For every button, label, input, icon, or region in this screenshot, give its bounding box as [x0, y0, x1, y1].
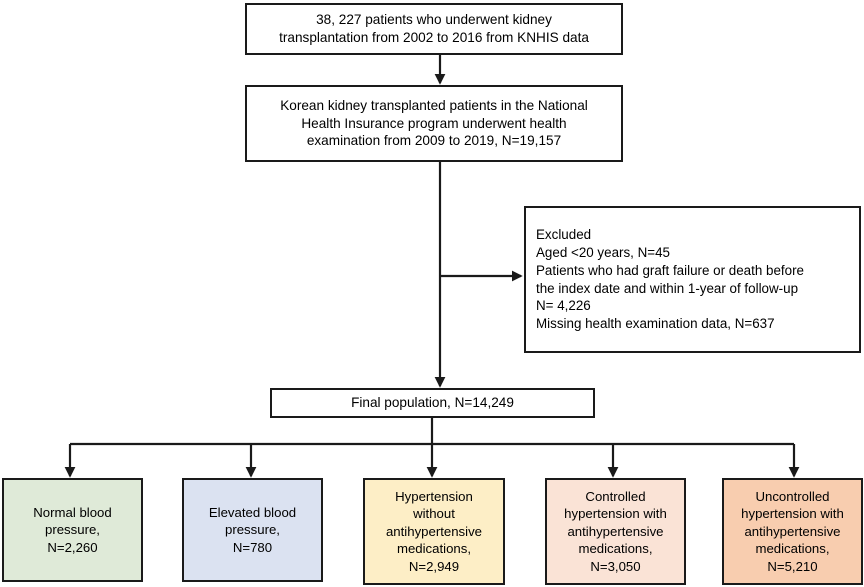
node-normal-blood-pressure-label: Normal blood pressure, N=2,260 [33, 504, 112, 555]
node-hypertension-without-medications: Hypertension without antihypertensive me… [363, 478, 505, 585]
node-hypertension-without-medications-label: Hypertension without antihypertensive me… [385, 488, 483, 574]
node-elevated-blood-pressure: Elevated blood pressure, N=780 [182, 478, 323, 582]
node-cohort-health: Korean kidney transplanted patients in t… [245, 85, 623, 162]
node-cohort-source-label: 38, 227 patients who underwent kidney tr… [279, 12, 589, 45]
node-excluded: Excluded Aged <20 years, N=45 Patients w… [524, 206, 861, 353]
node-uncontrolled-hypertension: Uncontrolled hypertension with antihyper… [722, 478, 863, 585]
node-final-population-label: Final population, N=14,249 [351, 395, 514, 411]
node-cohort-source: 38, 227 patients who underwent kidney tr… [245, 3, 623, 55]
node-normal-blood-pressure: Normal blood pressure, N=2,260 [2, 478, 143, 582]
node-final-population: Final population, N=14,249 [270, 388, 595, 418]
node-controlled-hypertension-label: Controlled hypertension with antihyperte… [564, 488, 667, 574]
node-elevated-blood-pressure-label: Elevated blood pressure, N=780 [208, 504, 297, 555]
node-uncontrolled-hypertension-label: Uncontrolled hypertension with antihyper… [741, 488, 844, 574]
node-cohort-health-label: Korean kidney transplanted patients in t… [280, 97, 588, 149]
node-excluded-label: Excluded Aged <20 years, N=45 Patients w… [536, 227, 804, 331]
node-controlled-hypertension: Controlled hypertension with antihyperte… [545, 478, 686, 585]
